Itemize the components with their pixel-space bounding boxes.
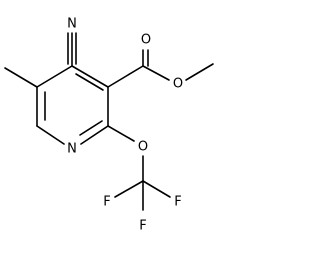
f-bottom-label: F: [139, 219, 146, 234]
cf3-bond-left: [114, 180, 144, 198]
ring-bond-c2-n1-inner: [79, 120, 103, 136]
methyl-bond: [4, 67, 38, 88]
ester-ether-bond: [142, 65, 170, 81]
ring-n-label: N: [67, 142, 77, 157]
molecule-svg: N O O N O F F F: [4, 17, 214, 234]
ether-o-label: O: [138, 140, 148, 155]
f-right-label: F: [174, 195, 181, 210]
ring-bond-c2-n1: [80, 125, 109, 145]
ester-carbonyl-o-label: O: [141, 33, 151, 48]
ring-bond-n1-c6: [36, 125, 65, 145]
nitrile-n-label: N: [67, 17, 77, 32]
ring-bond-c5-c4: [36, 65, 73, 88]
ester-methyl-bond: [185, 63, 214, 81]
ring-bond-c4-c3: [71, 65, 109, 88]
cf3-bond-right: [142, 180, 171, 198]
f-left-label: F: [103, 195, 110, 210]
ring-bond-c4-c3-inner: [75, 73, 104, 91]
ester-bond-ring: [107, 65, 144, 88]
molecule-structure-diagram: N O O N O F F F: [4, 16, 214, 234]
ester-ether-o-label: O: [173, 77, 183, 92]
ether-bond-ring: [107, 125, 135, 142]
